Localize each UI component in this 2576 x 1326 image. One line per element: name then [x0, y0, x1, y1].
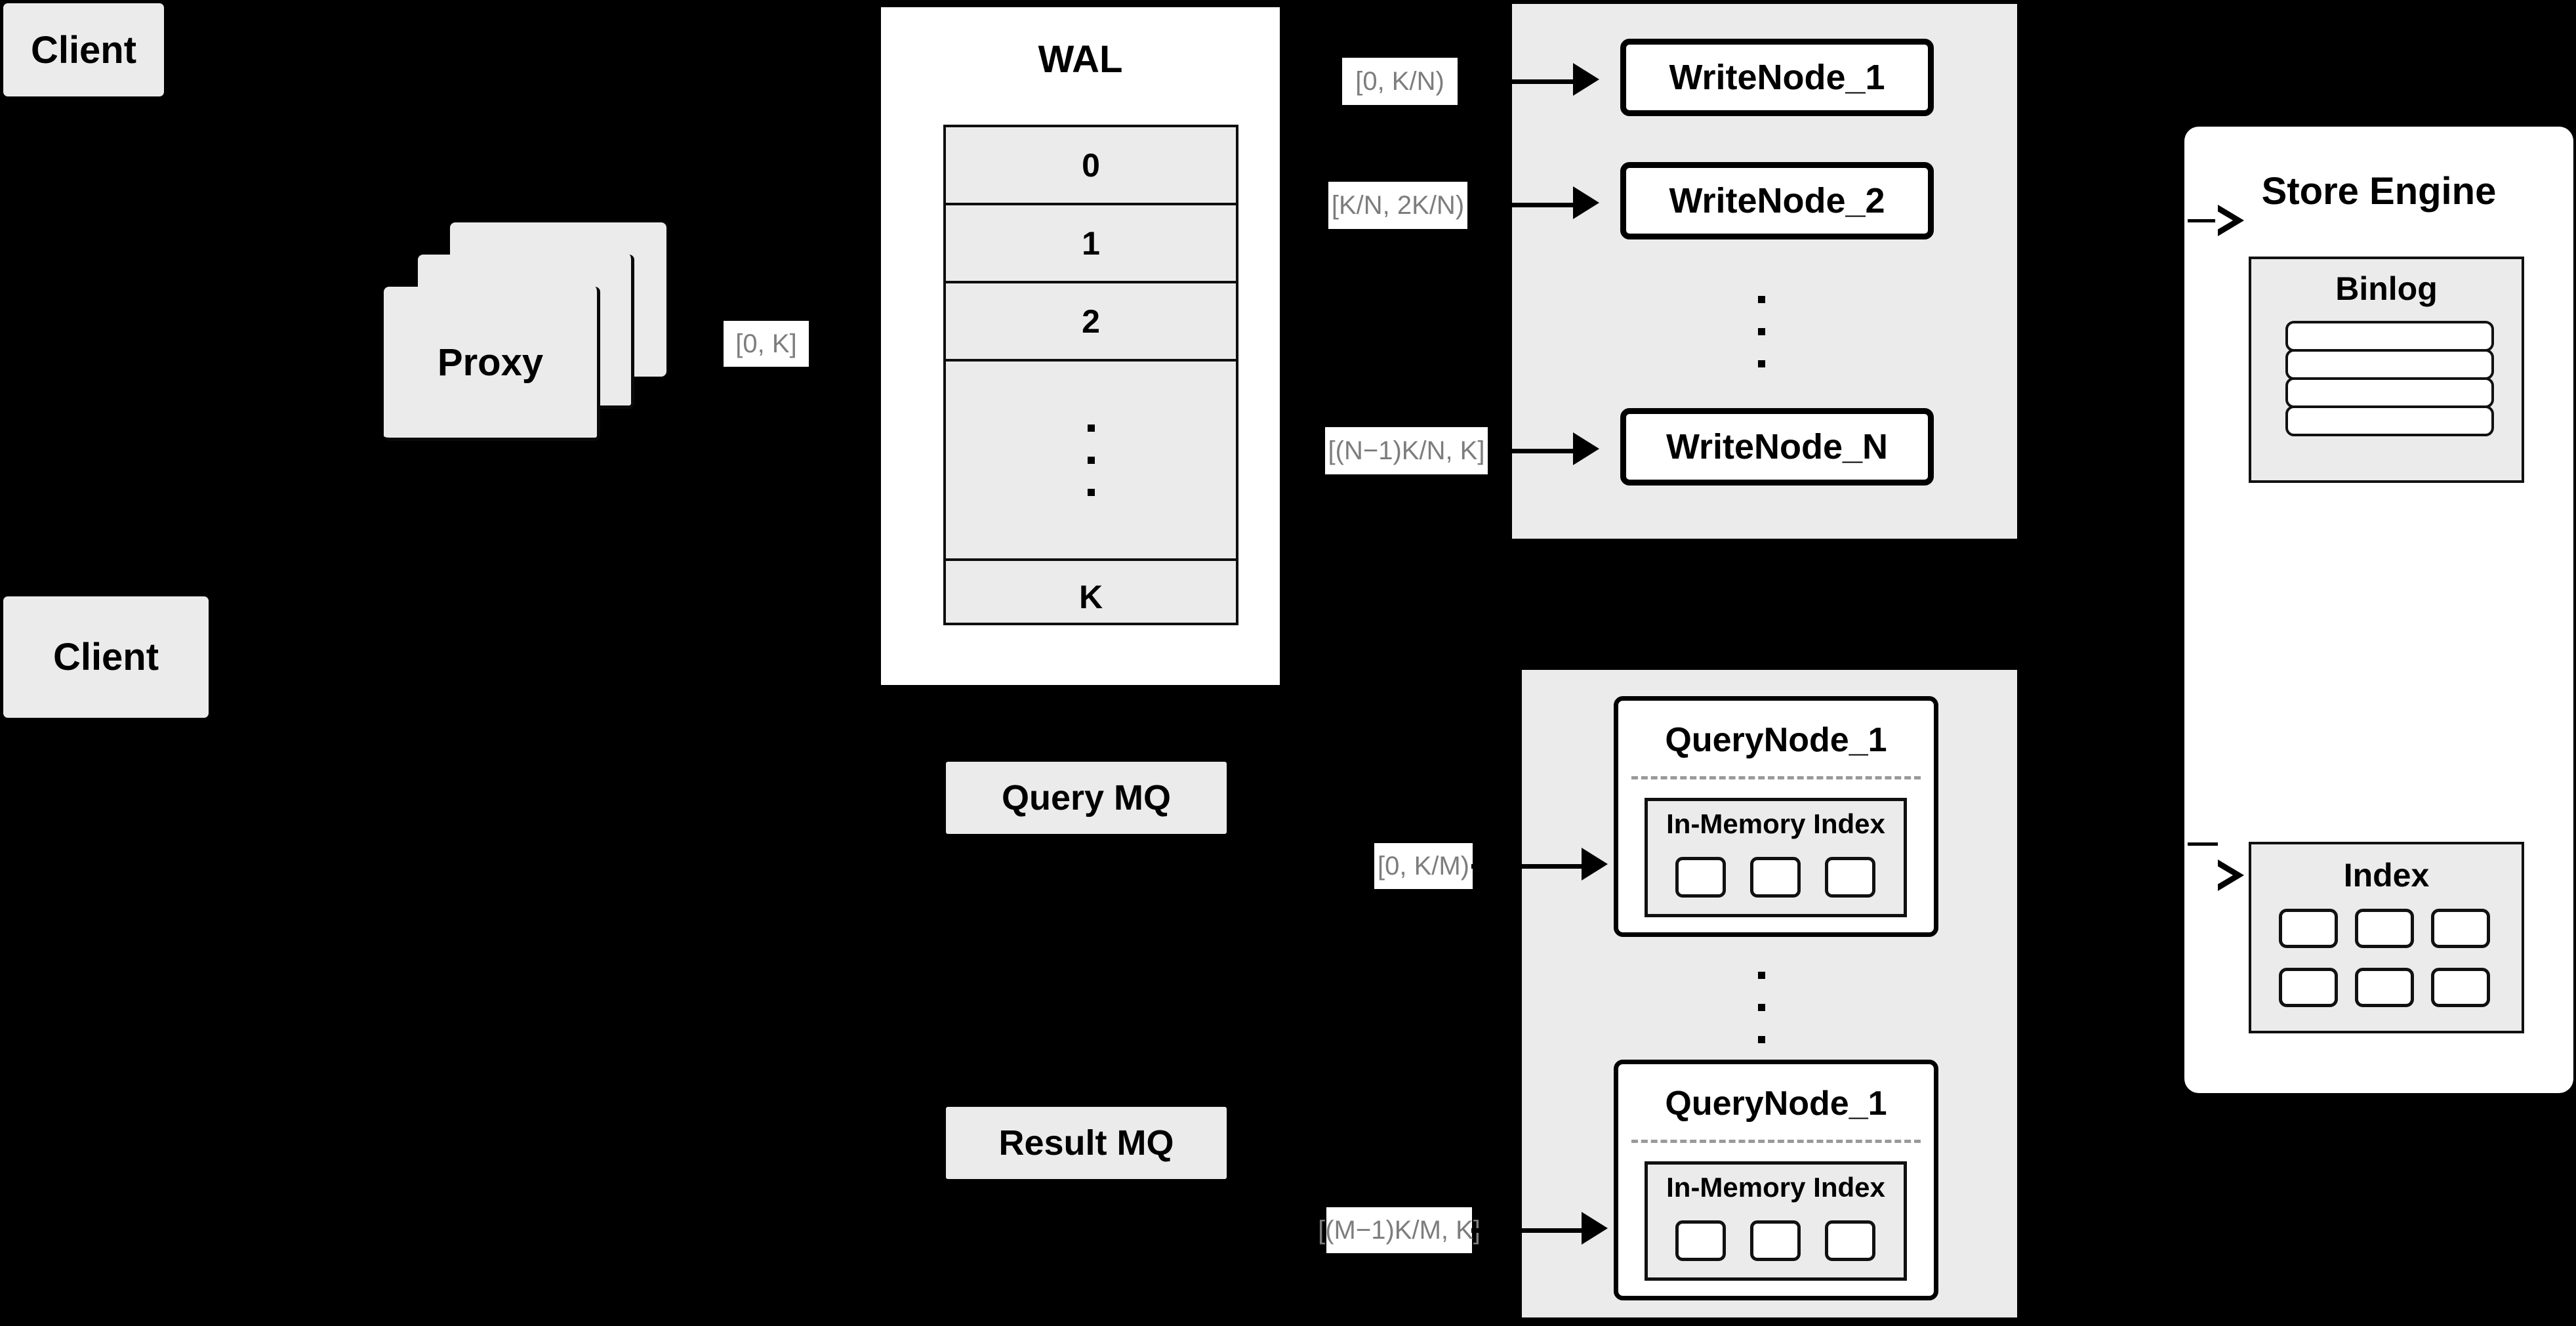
query-node-1[interactable]: QueryNode_1 In-Memory Index: [1614, 696, 1938, 937]
binlog-box: Binlog: [2249, 257, 2524, 483]
ellipsis-dot: [1087, 456, 1095, 464]
query-arrow-shaft-1: [1471, 864, 1583, 869]
ellipsis-dot: [1757, 327, 1765, 335]
query-arrow-head-m: [1582, 1212, 1608, 1245]
store-index-cell: [2431, 909, 2490, 948]
write-arrow-shaft-2: [1469, 203, 1574, 207]
binlog-bar: [2285, 349, 2494, 380]
write-arrow-head-n: [1573, 432, 1599, 465]
proxy-range-label: [0, K]: [724, 321, 809, 367]
index-cell: [1825, 857, 1875, 898]
write-range-label-n: [(N−1)K/N, K]: [1325, 427, 1488, 474]
binlog-bar: [2285, 377, 2494, 408]
ellipsis-dot: [1757, 1003, 1765, 1011]
write-arrow-shaft-n: [1488, 449, 1574, 453]
query-node-m-title: QueryNode_1: [1665, 1085, 1887, 1123]
ellipsis-dot: [1087, 424, 1095, 432]
result-mq-label: Result MQ: [998, 1123, 1174, 1163]
write-arrow-shaft-1: [1463, 79, 1574, 84]
write-group-ellipsis: [1742, 276, 1781, 387]
wal-row-ellipsis: [946, 362, 1236, 561]
query-node-m-divider: [1631, 1140, 1921, 1143]
proxy-label: Proxy: [437, 341, 544, 384]
store-index-cell: [2355, 968, 2414, 1007]
query-node-m[interactable]: QueryNode_1 In-Memory Index: [1614, 1060, 1938, 1300]
write-node-2[interactable]: WriteNode_2: [1620, 162, 1934, 239]
wal-row-1: 1: [946, 205, 1236, 283]
binlog-bar: [2285, 321, 2494, 352]
store-index-cell: [2279, 909, 2338, 948]
write-node-n[interactable]: WriteNode_N: [1620, 408, 1934, 486]
query-group-ellipsis: [1742, 951, 1781, 1063]
client-box-1[interactable]: Client: [3, 3, 164, 96]
binlog-title: Binlog: [2335, 270, 2438, 307]
proxy-box[interactable]: Proxy: [384, 287, 600, 441]
index-cell: [1825, 1220, 1875, 1261]
write-range-label-2: [K/N, 2K/N): [1328, 182, 1467, 229]
index-title: Index: [2343, 857, 2430, 894]
query-arrow-shaft-m: [1471, 1228, 1583, 1233]
client-label-1: Client: [30, 28, 137, 72]
index-cell: [1750, 857, 1801, 898]
query-mq-box[interactable]: Query MQ: [946, 762, 1227, 834]
store-engine-title: Store Engine: [2261, 169, 2497, 213]
index-cell: [1750, 1220, 1801, 1261]
index-arrow-head: [2215, 860, 2244, 891]
query-node-1-divider: [1631, 776, 1921, 779]
in-memory-index-1: In-Memory Index: [1645, 798, 1907, 917]
ellipsis-dot: [1757, 295, 1765, 303]
write-node-1[interactable]: WriteNode_1: [1620, 39, 1934, 116]
query-node-1-title: QueryNode_1: [1665, 721, 1887, 759]
in-memory-index-1-title: In-Memory Index: [1666, 808, 1885, 839]
result-mq-box[interactable]: Result MQ: [946, 1107, 1227, 1179]
ellipsis-dot: [1087, 488, 1095, 496]
binlog-arrow-head: [2215, 205, 2244, 236]
write-range-label-1: [0, K/N): [1342, 58, 1458, 105]
client-label-2: Client: [52, 636, 159, 678]
write-arrow-head-2: [1573, 186, 1599, 219]
in-memory-index-m: In-Memory Index: [1645, 1161, 1907, 1281]
query-arrow-head-1: [1582, 848, 1608, 881]
wal-table: 0 1 2 K: [943, 125, 1238, 625]
query-range-label-1: [0, K/M): [1374, 843, 1473, 889]
binlog-arrow-shaft: [2188, 219, 2218, 222]
ellipsis-dot: [1757, 360, 1765, 367]
store-index-cell: [2431, 968, 2490, 1007]
write-arrow-head-1: [1573, 63, 1599, 96]
wal-row-0: 0: [946, 127, 1236, 205]
ellipsis-dot: [1757, 971, 1765, 979]
index-box: Index: [2249, 842, 2524, 1033]
store-index-cell: [2355, 909, 2414, 948]
index-arrow-shaft: [2188, 842, 2218, 846]
index-cell: [1675, 1220, 1726, 1261]
store-index-cell: [2279, 968, 2338, 1007]
query-range-label-m: [(M−1)K/M, K]: [1318, 1207, 1481, 1253]
client-box-2[interactable]: Client: [3, 596, 209, 718]
wal-row-2: 2: [946, 283, 1236, 362]
query-mq-label: Query MQ: [1001, 778, 1172, 818]
wal-title: WAL: [1038, 38, 1123, 81]
in-memory-index-m-title: In-Memory Index: [1666, 1172, 1885, 1203]
binlog-bar: [2285, 405, 2494, 436]
ellipsis-dot: [1757, 1035, 1765, 1043]
store-engine-panel: Store Engine Binlog Index: [2184, 127, 2573, 1093]
wal-row-k: K: [1078, 579, 1103, 615]
index-cell: [1675, 857, 1726, 898]
wal-panel: WAL 0 1 2 K: [877, 3, 1284, 689]
